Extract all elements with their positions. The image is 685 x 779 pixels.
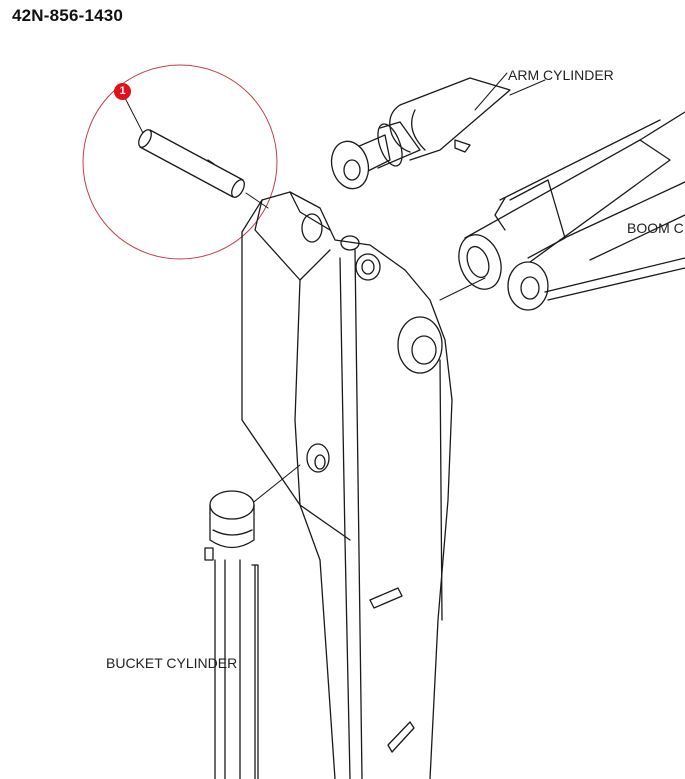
arm-cylinder-label: ARM CYLINDER [508, 67, 614, 83]
bucket-cylinder [204, 490, 259, 779]
highlight-circle [82, 64, 278, 260]
bucket-cylinder-label: BUCKET CYLINDER [106, 655, 238, 671]
arm-cylinder [330, 72, 546, 190]
callout-number-badge[interactable]: 1 [114, 83, 131, 100]
boom-cylinder-label: BOOM C [627, 220, 684, 236]
pin-part [138, 129, 245, 198]
boom-cylinder [439, 111, 685, 311]
callout-leader [124, 97, 144, 134]
part-number-title: 42N-856-1430 [12, 6, 124, 25]
arm-body [241, 191, 453, 779]
